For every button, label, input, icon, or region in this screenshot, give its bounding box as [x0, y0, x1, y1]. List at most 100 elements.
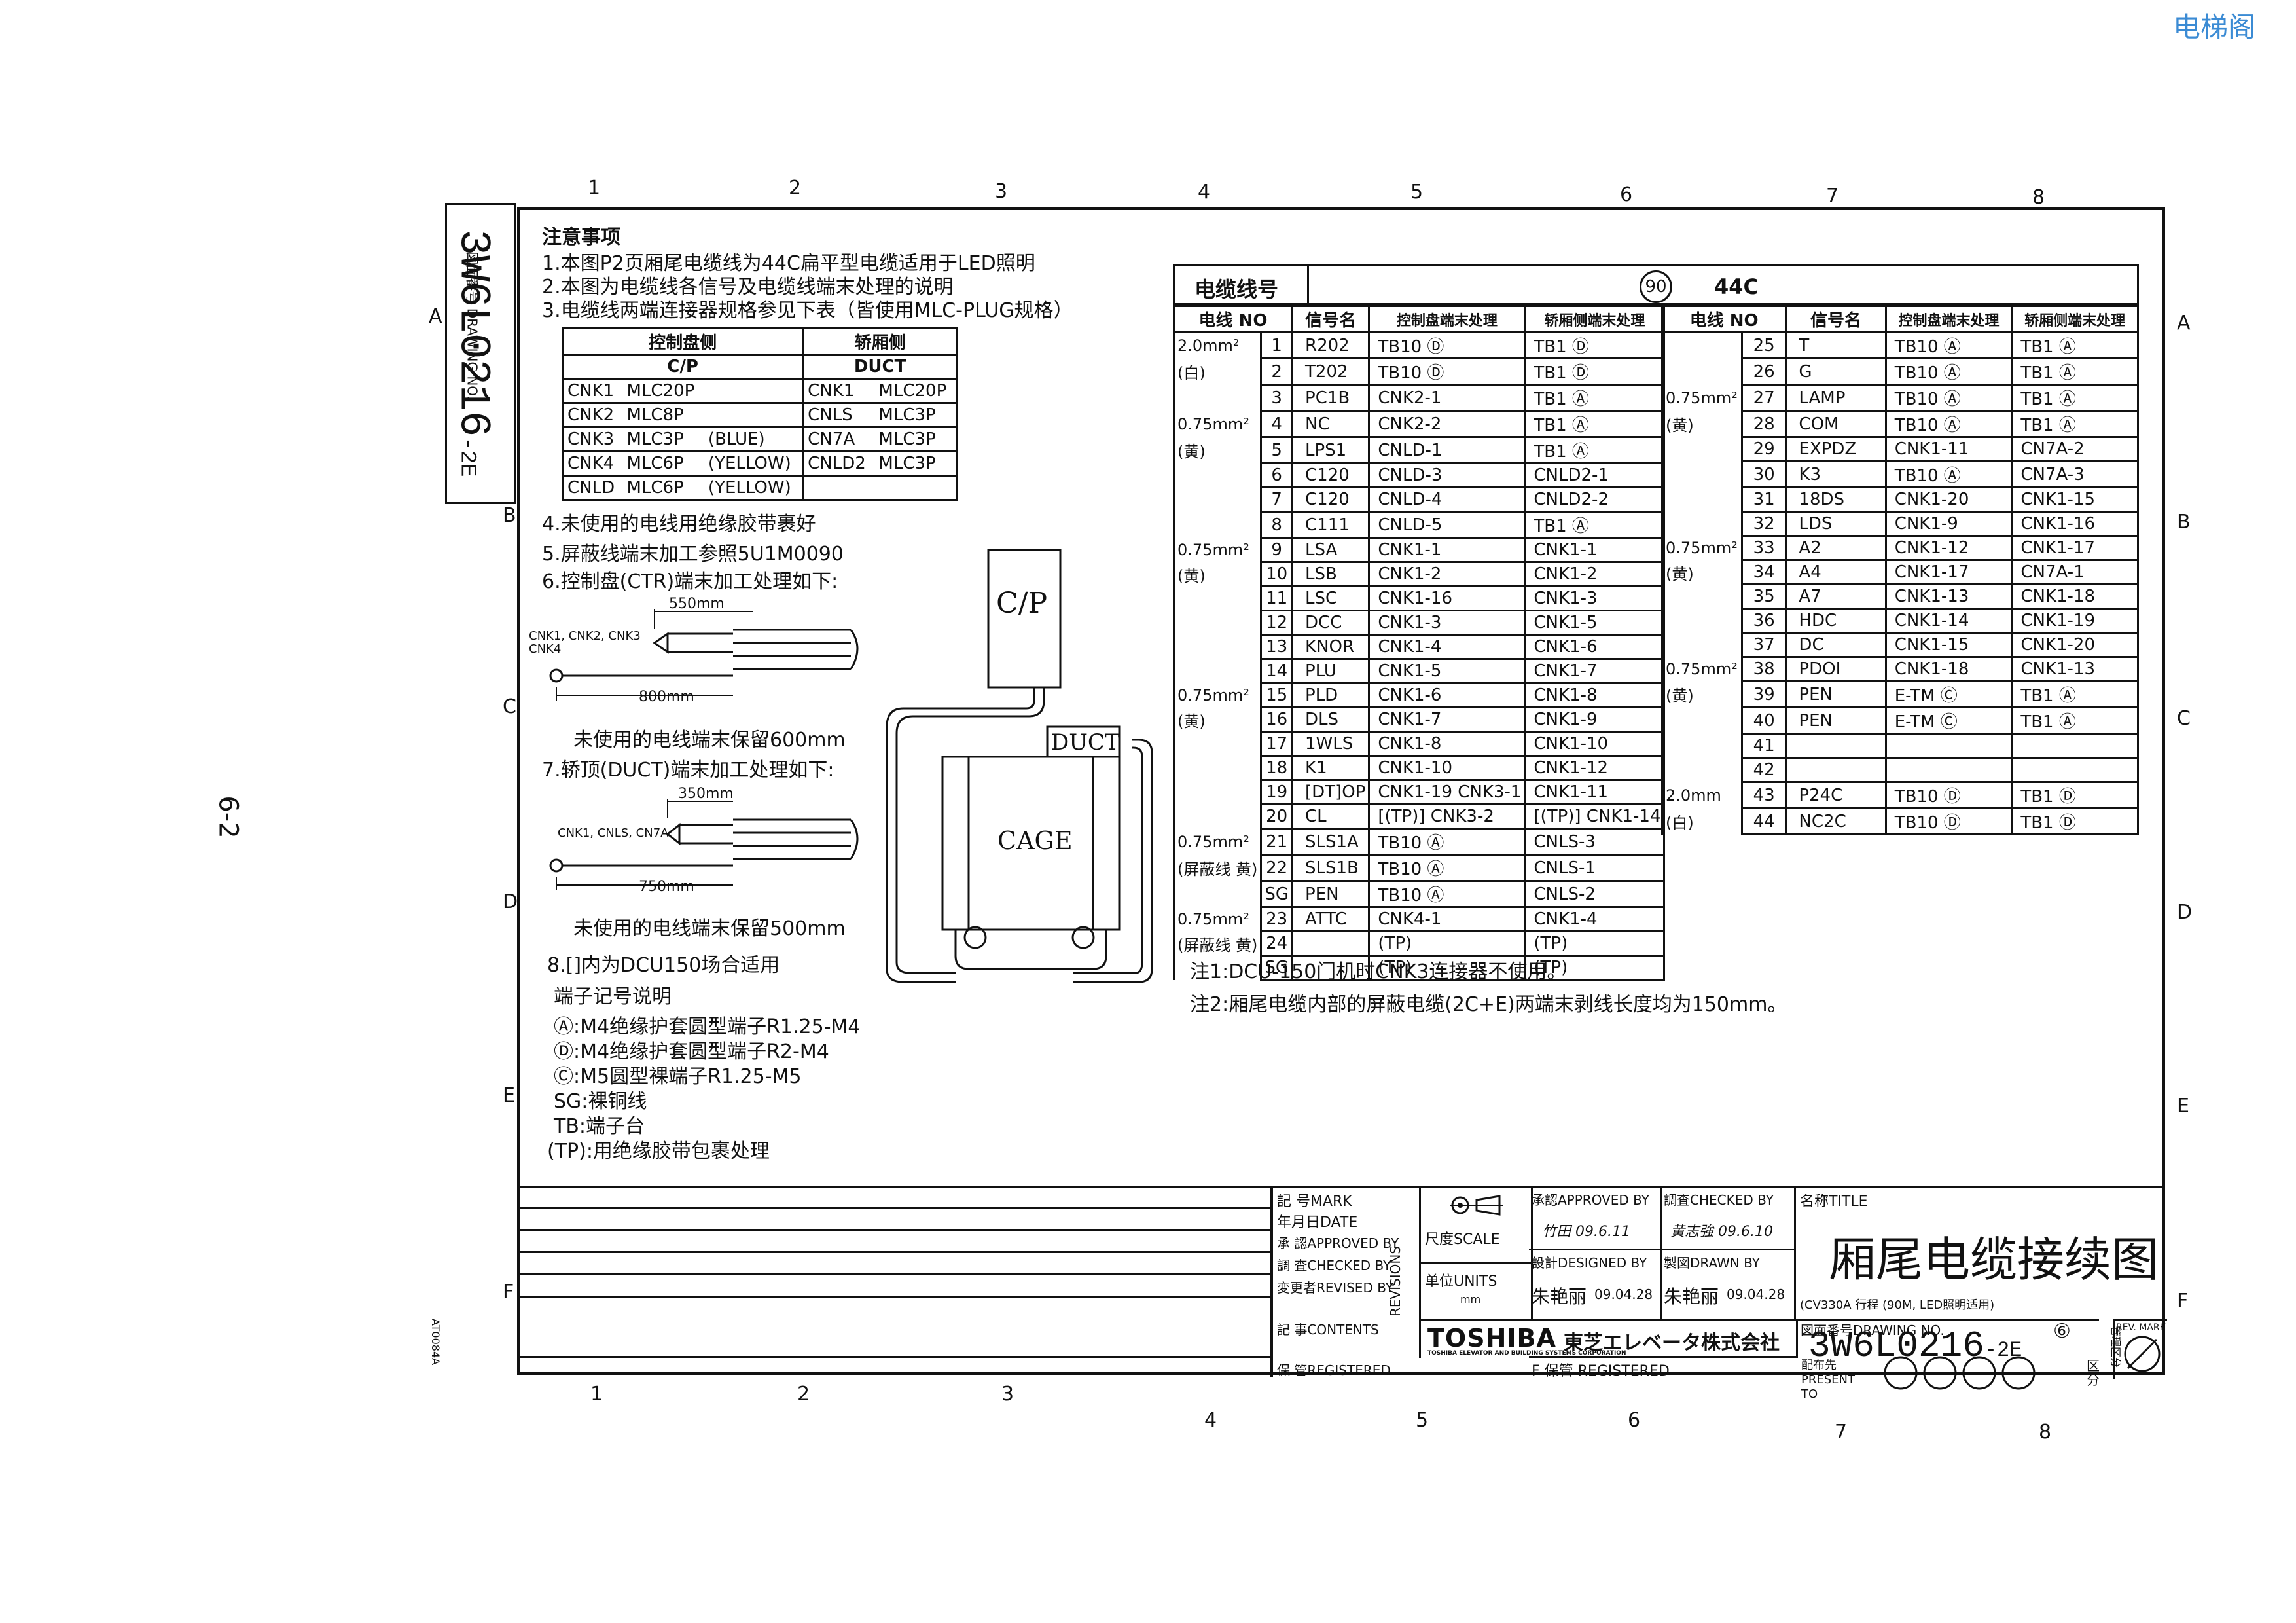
car-end-treatment: CNK1-4: [1524, 906, 1666, 932]
wire-number: SG: [1260, 955, 1294, 981]
header-signal: 信号名: [1785, 305, 1887, 333]
drawing-number: 3W6L0216-2E: [1808, 1325, 2022, 1367]
designed-label: 設計DESIGNED BY: [1532, 1255, 1647, 1271]
signal-name: NC2C: [1785, 807, 1887, 835]
car-end-treatment: TB1 Ⓐ: [2011, 384, 2139, 412]
wire-number: 25: [1740, 331, 1787, 359]
wire-group: [1172, 731, 1261, 756]
cp-end-treatment: (TP): [1368, 955, 1526, 981]
signal-name: C120: [1291, 462, 1371, 488]
wire-number: 16: [1260, 706, 1294, 733]
note-item: 1.本图P2页厢尾电缆线为44C扁平型电缆适用于LED照明: [542, 252, 1035, 275]
cable-type: 44C: [1714, 274, 1759, 299]
col-mark: 5: [1416, 1409, 1429, 1432]
cp-end-treatment: CNK1-10: [1368, 755, 1526, 781]
car-end-treatment: CNK1-11: [1524, 779, 1666, 805]
wire-number: 10: [1260, 561, 1294, 587]
cp-end-treatment: [1884, 757, 2013, 783]
col-mark: 6: [1628, 1409, 1641, 1432]
car-end-treatment: TB1 Ⓐ: [1524, 511, 1666, 539]
duct-keep-note: 未使用的电线端末保留500mm: [573, 917, 846, 940]
cp-end-treatment: CNK1-20: [1884, 486, 2013, 513]
cp-end-treatment: CNK1-13: [1884, 583, 2013, 610]
wire-number: 28: [1740, 410, 1787, 438]
cp-end-treatment: TB10 Ⓐ: [1884, 357, 2013, 386]
car-end-treatment: CNK1-1: [1524, 537, 1666, 563]
signal-name: 1WLS: [1291, 731, 1371, 757]
present-to-circles: [1884, 1356, 2036, 1390]
cp-end-treatment: E-TM Ⓒ: [1884, 680, 2013, 708]
car-end-treatment: TB1 Ⓓ: [1524, 357, 1666, 386]
signal-name: PC1B: [1291, 384, 1371, 412]
wire-group: [1661, 608, 1742, 633]
duct-length-top: 350mm: [678, 786, 734, 802]
car-end-treatment: CNK1-8: [1524, 682, 1666, 708]
row-mark: F: [2177, 1290, 2189, 1313]
col-mark: 3: [995, 180, 1008, 203]
cable-row: 42: [1661, 757, 2139, 783]
signal-name: LSC: [1291, 585, 1371, 611]
cp-box-label: C/P: [996, 587, 1048, 620]
wire-group: [1172, 955, 1261, 980]
cp-end-treatment: CNLD-5: [1368, 511, 1526, 539]
connector-head-right: 轿厢侧: [802, 327, 958, 356]
signal-name: LSA: [1291, 537, 1371, 563]
rev-label: 変更者REVISED BY: [1277, 1280, 1394, 1296]
side-drawing-number: 図面番号 DRAWING NO. 3W6L0216-2E: [445, 203, 516, 504]
col-mark: 4: [1198, 181, 1211, 204]
terminal-legend-title: 端子记号说明: [554, 985, 672, 1008]
duct-length-bottom: 750mm: [639, 879, 694, 895]
cage-box-label: CAGE: [997, 826, 1073, 855]
checked-label: 調査CHECKED BY: [1664, 1192, 1774, 1208]
wire-number: 7: [1260, 486, 1294, 513]
revisions-label: REVISIONS: [1388, 1245, 1404, 1317]
cp-end-treatment: TB10 Ⓓ: [1368, 331, 1526, 359]
wire-number: 4: [1260, 410, 1294, 438]
wire-group: [1172, 881, 1261, 907]
car-end-treatment: CNLS-1: [1524, 854, 1666, 882]
cell: (YELLOW): [704, 475, 804, 501]
car-end-treatment: TB1 Ⓐ: [2011, 357, 2139, 386]
cp-end-treatment: CNK1-19 CNK3-1: [1368, 779, 1526, 805]
wire-group: [1172, 804, 1261, 829]
footnote-1: 注1:DCU-150门机时CNK3连接器不使用。: [1190, 960, 1567, 983]
car-end-treatment: CNK1-17: [2011, 535, 2139, 561]
wire-group: [1661, 332, 1742, 359]
car-end-treatment: CNK1-2: [1524, 561, 1666, 587]
rev-label: 記 事CONTENTS: [1277, 1322, 1379, 1338]
duct-connector-label: CNK1, CNLS, CN7A: [558, 826, 669, 840]
car-end-treatment: CNK1-9: [1524, 706, 1666, 733]
cp-end-treatment: CNK1-4: [1368, 634, 1526, 660]
wire-number: 39: [1740, 680, 1787, 708]
wire-group: (黄): [1172, 437, 1261, 464]
wire-number: 6: [1260, 462, 1294, 488]
scale-label: 尺度SCALE: [1425, 1231, 1500, 1248]
signal-name: C111: [1291, 511, 1371, 539]
cp-end-treatment: TB10 Ⓐ: [1884, 460, 2013, 488]
wire-number: 22: [1260, 854, 1294, 882]
car-end-treatment: CNLS-3: [1524, 828, 1666, 856]
car-end-treatment: TB1 Ⓐ: [1524, 436, 1666, 464]
wire-group: [1661, 358, 1742, 385]
note-item: 2.本图为电缆线各信号及电缆线端末处理的说明: [542, 276, 954, 299]
signal-name: K3: [1785, 460, 1887, 488]
cp-end-treatment: CNK1-3: [1368, 610, 1526, 636]
cell: CNK4: [562, 450, 623, 477]
wire-group: [1172, 586, 1261, 611]
checked-signature: 黄志強 09.6.10: [1670, 1224, 1773, 1240]
wire-number: 27: [1740, 384, 1787, 412]
wire-group: (白): [1661, 808, 1742, 835]
wire-number: 37: [1740, 632, 1787, 658]
col-mark: 2: [797, 1383, 810, 1406]
car-end-treatment: CNK1-6: [1524, 634, 1666, 660]
car-end-treatment: TB1 Ⓓ: [1524, 331, 1666, 359]
kubun-label: 区分: [2087, 1358, 2100, 1388]
